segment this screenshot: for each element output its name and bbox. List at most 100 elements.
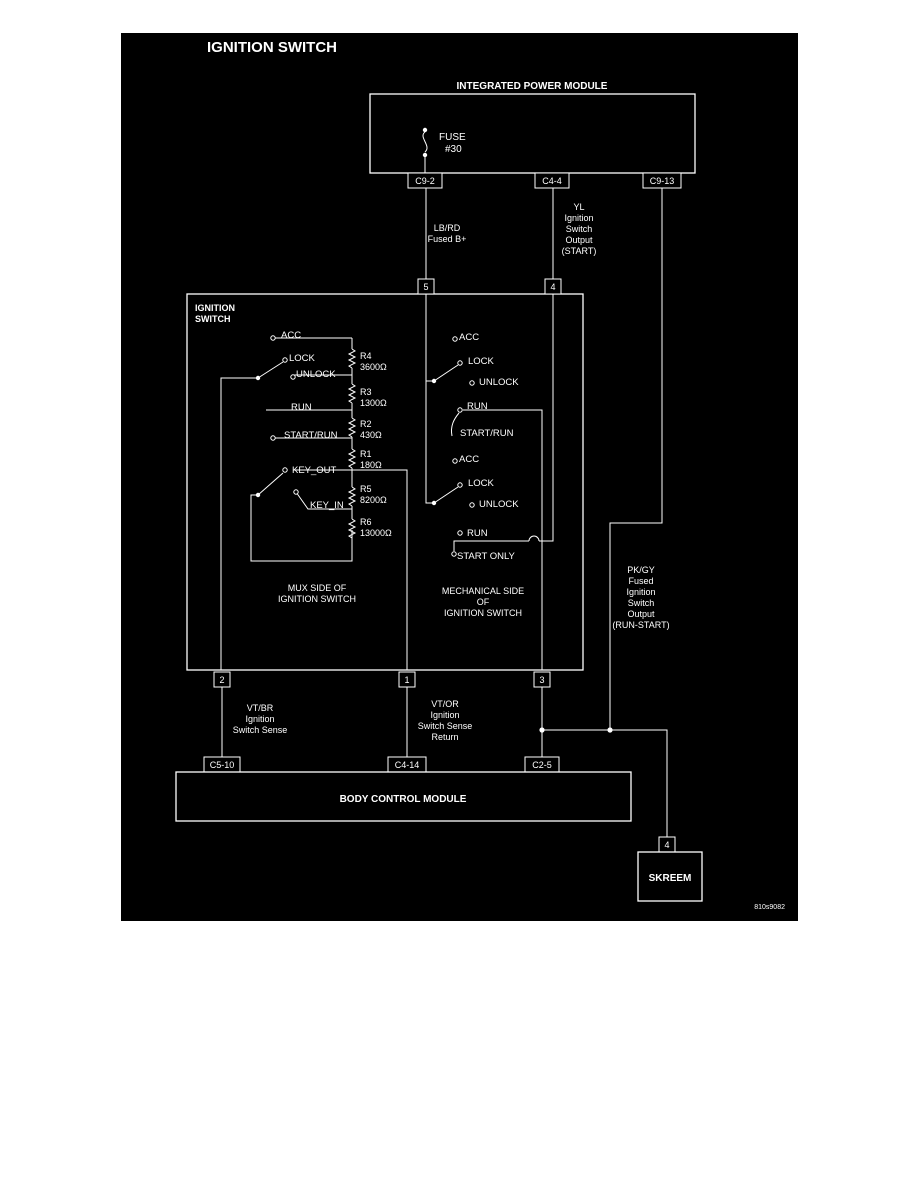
mech-run-start-wire bbox=[463, 409, 543, 670]
resistor-ladder bbox=[273, 337, 357, 539]
mux-label-key-in: KEY_IN bbox=[310, 500, 344, 511]
mech-label-unlock-2: UNLOCK bbox=[479, 499, 519, 510]
ipm-connector-c9-13-label: C9-13 bbox=[650, 176, 675, 186]
switch-title-line2: SWITCH bbox=[195, 314, 231, 324]
wire-lb-rd-color: LB/RD bbox=[434, 223, 461, 233]
wire-vt-or-color: VT/OR bbox=[431, 699, 459, 709]
ignition-switch-box bbox=[186, 293, 584, 671]
mux-contact-unlock bbox=[290, 374, 296, 380]
mech-contact-acc-1 bbox=[452, 336, 458, 342]
mux-label-unlock: UNLOCK bbox=[296, 369, 336, 380]
ipm-box bbox=[369, 93, 696, 174]
mux-label-run: RUN bbox=[291, 402, 312, 413]
wire-vt-br-color: VT/BR bbox=[247, 703, 274, 713]
mech-label-start-run: START/RUN bbox=[460, 428, 514, 439]
fuse-number: #30 bbox=[445, 144, 462, 155]
resistor-r1-name: R1 bbox=[360, 449, 372, 459]
resistor-r6-name: R6 bbox=[360, 517, 372, 527]
wire-pk-gy-desc-1: Fused bbox=[628, 576, 653, 586]
mech-start-only-wire bbox=[453, 540, 529, 551]
wire-return bbox=[352, 469, 408, 670]
wire-yl-desc-2: Switch bbox=[566, 224, 593, 234]
figure-id: 810s9082 bbox=[754, 904, 785, 911]
wire-yl-desc-4: (START) bbox=[562, 246, 597, 256]
mech-wiper-1 bbox=[433, 364, 459, 382]
switch-pin-2-label: 2 bbox=[219, 675, 224, 685]
mux-contact-lock bbox=[282, 357, 288, 363]
wire-crossover bbox=[528, 535, 540, 542]
wire-pk-gy-desc-2: Ignition bbox=[626, 587, 655, 597]
mux-contact-key-out bbox=[282, 467, 288, 473]
mux-wiper-2 bbox=[257, 472, 284, 496]
mech-label-acc-2: ACC bbox=[459, 454, 479, 465]
mech-label-run-1: RUN bbox=[467, 401, 488, 412]
mech-contact-run-2 bbox=[457, 530, 463, 536]
mech-label-acc-1: ACC bbox=[459, 332, 479, 343]
bcm-connector-c2-5-label: C2-5 bbox=[532, 760, 552, 770]
mech-feed-wire bbox=[425, 294, 434, 504]
mech-label-lock-2: LOCK bbox=[468, 478, 495, 489]
resistor-r2-value: 430Ω bbox=[360, 430, 382, 440]
resistor-r5-name: R5 bbox=[360, 484, 372, 494]
ipm-title: INTEGRATED POWER MODULE bbox=[457, 81, 608, 92]
resistor-r3-name: R3 bbox=[360, 387, 372, 397]
switch-pin-1-label: 1 bbox=[404, 675, 409, 685]
bcm-connector-c4-14-label: C4-14 bbox=[395, 760, 420, 770]
wire-pk-gy-desc-4: Output bbox=[627, 609, 655, 619]
ipm-connector-c4-4 bbox=[534, 172, 570, 189]
mech-label-lock-1: LOCK bbox=[468, 356, 495, 367]
mech-contact-lock-1 bbox=[457, 360, 463, 366]
resistor-r3-value: 1300Ω bbox=[360, 398, 387, 408]
mech-contact-lock-2 bbox=[457, 482, 463, 488]
fuse-label: FUSE bbox=[439, 132, 466, 143]
mech-label-run-2: RUN bbox=[467, 528, 488, 539]
mech-contact-acc-2 bbox=[452, 458, 458, 464]
wire-yl-desc-3: Output bbox=[565, 235, 593, 245]
switch-pin-4-label: 4 bbox=[550, 282, 555, 292]
wire-pk-gy-to-skreem bbox=[542, 729, 668, 837]
diagram-svg: IGNITION SWITCH INTEGRATED POWER MODULE … bbox=[175, 39, 785, 911]
wire-yl-color: YL bbox=[573, 202, 584, 212]
mech-contact-unlock-2 bbox=[469, 502, 475, 508]
resistor-r4-name: R4 bbox=[360, 351, 372, 361]
mech-start-wiper bbox=[451, 412, 460, 437]
wire-vt-or-desc-3: Return bbox=[431, 732, 458, 742]
mech-label-start-only: START ONLY bbox=[457, 551, 516, 562]
switch-title-line1: IGNITION bbox=[195, 303, 235, 313]
mux-bottom-loop bbox=[250, 494, 353, 562]
ipm-connector-c9-2 bbox=[407, 172, 443, 189]
fuse-symbol bbox=[422, 127, 428, 173]
mech-caption-line3: IGNITION SWITCH bbox=[444, 608, 522, 618]
mux-contact-key-in bbox=[293, 489, 299, 495]
wire-lb-rd-desc: Fused B+ bbox=[428, 234, 467, 244]
ipm-connector-c9-2-label: C9-2 bbox=[415, 176, 435, 186]
resistor-r4-value: 3600Ω bbox=[360, 362, 387, 372]
resistor-r2-name: R2 bbox=[360, 419, 372, 429]
mux-label-acc: ACC bbox=[281, 330, 301, 341]
wire-vt-or-desc-1: Ignition bbox=[430, 710, 459, 720]
resistor-r1-value: 180Ω bbox=[360, 460, 382, 470]
bcm-title: BODY CONTROL MODULE bbox=[340, 794, 467, 805]
mech-caption-line2: OF bbox=[477, 597, 490, 607]
tap-key-in bbox=[295, 491, 352, 510]
mux-label-lock: LOCK bbox=[289, 353, 316, 364]
splice-right bbox=[607, 727, 613, 733]
wire-pk-gy-desc-3: Switch bbox=[628, 598, 655, 608]
bcm-box bbox=[175, 771, 632, 822]
mech-contact-start-only bbox=[451, 551, 457, 557]
wire-vt-or-desc-2: Switch Sense bbox=[418, 721, 473, 731]
splice-left bbox=[539, 727, 545, 733]
mux-label-start-run: START/RUN bbox=[284, 430, 338, 441]
wire-yl-lower bbox=[539, 294, 554, 542]
bcm-connector-c5-10-label: C5-10 bbox=[210, 760, 235, 770]
mux-contact-acc bbox=[270, 335, 276, 341]
wire-yl-desc-1: Ignition bbox=[564, 213, 593, 223]
resistor-r6-value: 13000Ω bbox=[360, 528, 392, 538]
switch-pin-3-label: 3 bbox=[539, 675, 544, 685]
skreem-box bbox=[637, 851, 703, 902]
mech-contact-run-1 bbox=[457, 407, 463, 413]
ipm-connector-c4-4-label: C4-4 bbox=[542, 176, 562, 186]
wire-vt-br-desc-2: Switch Sense bbox=[233, 725, 288, 735]
resistor-r5-value: 8200Ω bbox=[360, 495, 387, 505]
mux-wiper-1 bbox=[257, 361, 284, 379]
